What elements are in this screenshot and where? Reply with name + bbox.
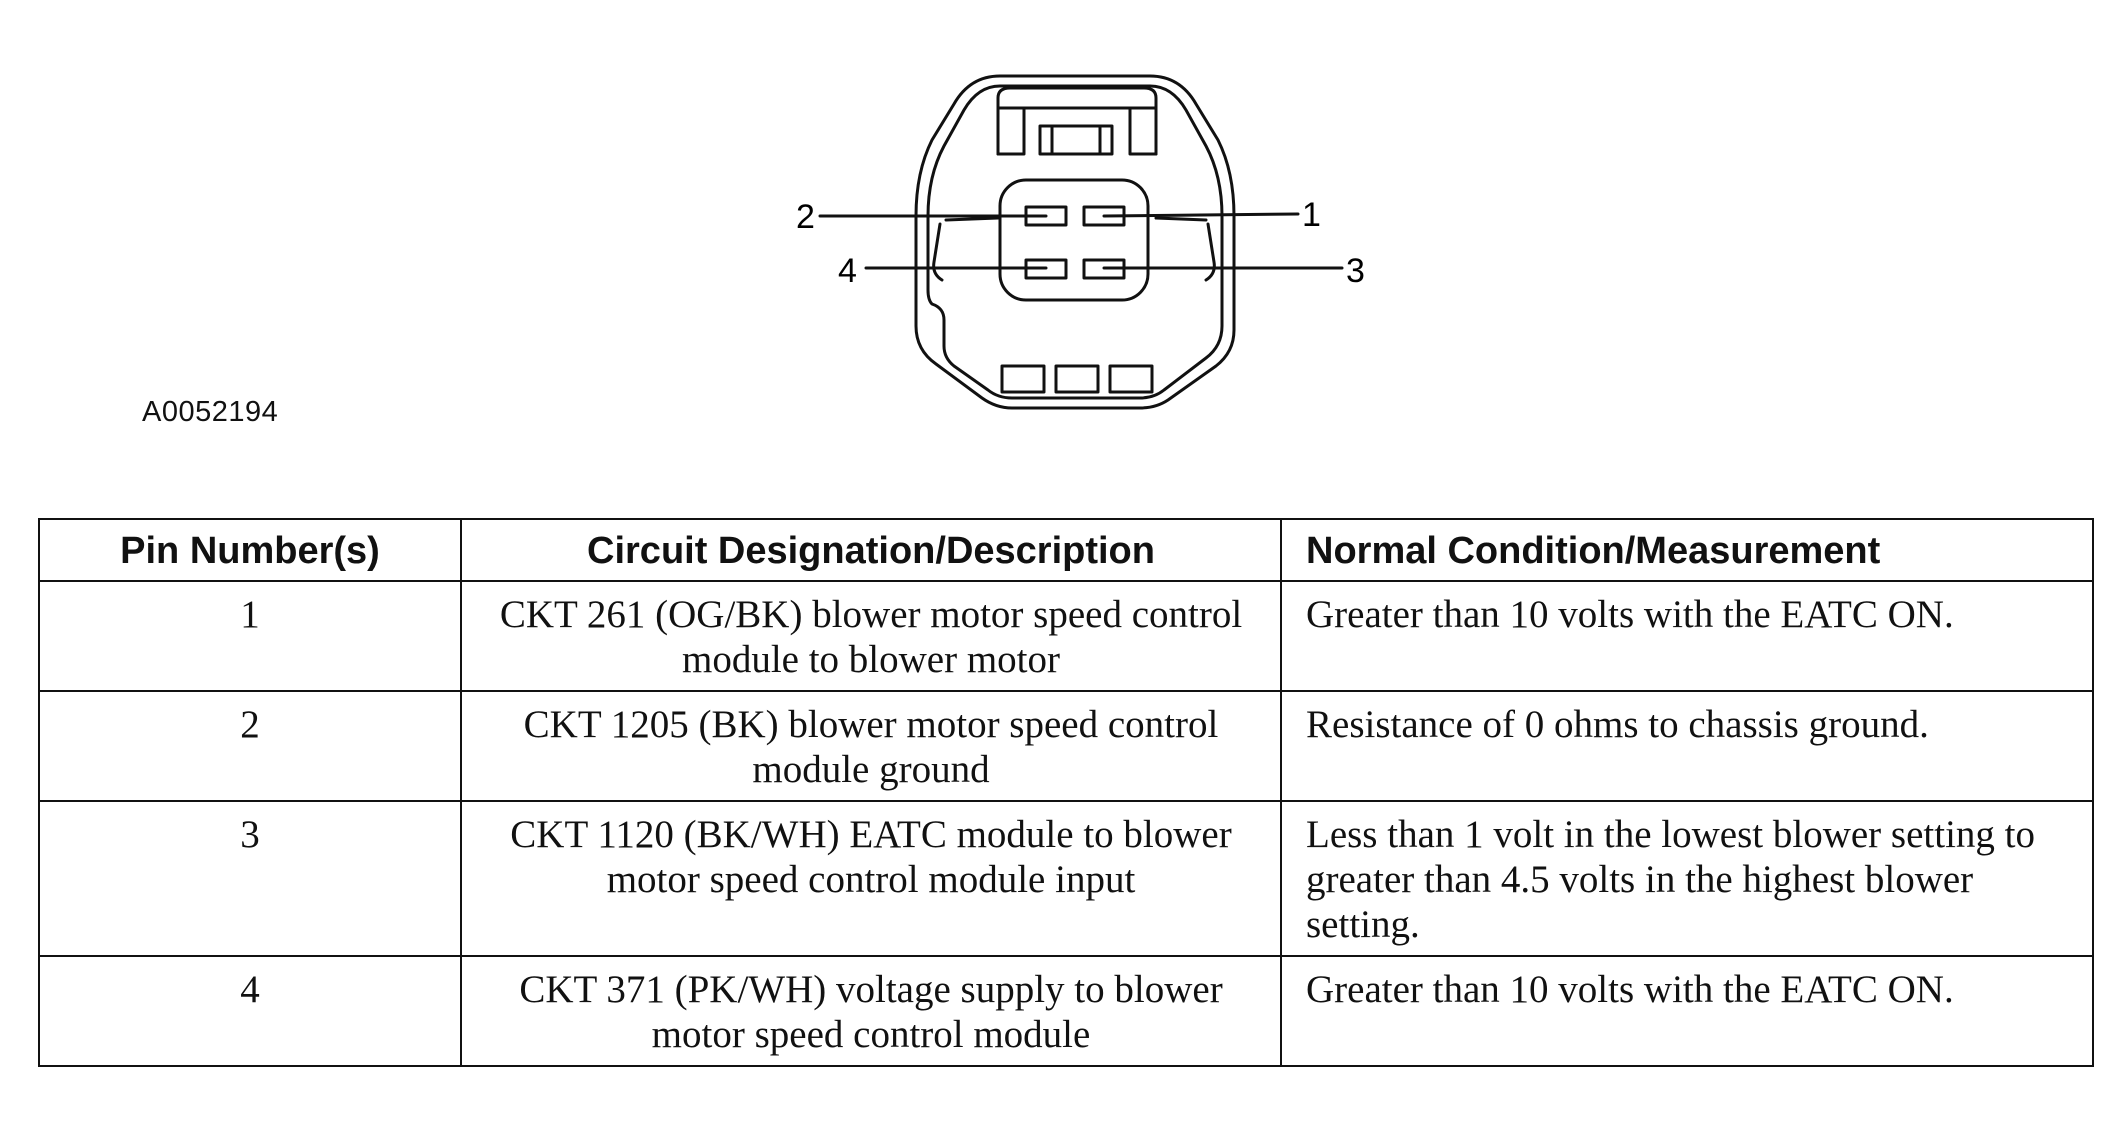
table-row: 2 CKT 1205 (BK) blower motor speed contr… — [38, 690, 2094, 802]
connector-face-diagram: 2 1 4 3 — [796, 74, 1365, 410]
header-pin-numbers: Pin Number(s) — [38, 518, 462, 582]
pin-cell: 3 — [38, 800, 462, 957]
header-normal-condition: Normal Condition/Measurement — [1280, 518, 2094, 582]
pin-3-label: 3 — [1346, 252, 1365, 290]
bottom-key-middle — [1054, 364, 1100, 394]
pin-2-label: 2 — [796, 198, 815, 236]
description-cell: CKT 261 (OG/BK) blower motor speed contr… — [460, 580, 1282, 692]
description-cell: CKT 1205 (BK) blower motor speed control… — [460, 690, 1282, 802]
locking-tab-outline — [996, 86, 1158, 156]
pin-specification-table: Pin Number(s) Circuit Designation/Descri… — [38, 518, 2094, 1067]
table-row: 3 CKT 1120 (BK/WH) EATC module to blower… — [38, 800, 2094, 957]
figure-id: A0052194 — [142, 396, 279, 428]
description-cell: CKT 1120 (BK/WH) EATC module to blower m… — [460, 800, 1282, 957]
connector-housing-outline — [914, 74, 1236, 410]
measurement-cell: Greater than 10 volts with the EATC ON. — [1280, 580, 2094, 692]
pin-cell: 4 — [38, 955, 462, 1067]
left-inner-rail — [944, 216, 1000, 222]
right-inner-rail — [1154, 216, 1208, 222]
left-side-slot — [932, 222, 944, 282]
pin-1-label: 1 — [1302, 196, 1321, 234]
header-circuit-description: Circuit Designation/Description — [460, 518, 1282, 582]
right-side-slot — [1204, 222, 1216, 282]
locking-tab-left-post — [996, 106, 1026, 156]
locking-tab-right-post — [1128, 106, 1158, 156]
measurement-cell: Less than 1 volt in the lowest blower se… — [1280, 800, 2094, 957]
bottom-key-right — [1108, 364, 1154, 394]
measurement-cell: Resistance of 0 ohms to chassis ground. — [1280, 690, 2094, 802]
bottom-key-left — [1000, 364, 1046, 394]
pin-1-leader-line — [1102, 212, 1300, 218]
measurement-cell: Greater than 10 volts with the EATC ON. — [1280, 955, 2094, 1067]
description-cell: CKT 371 (PK/WH) voltage supply to blower… — [460, 955, 1282, 1067]
pin-4-label: 4 — [838, 252, 857, 290]
terminal-cavity — [998, 178, 1150, 302]
table-header-row: Pin Number(s) Circuit Designation/Descri… — [38, 518, 2094, 582]
connector-inner-outline — [926, 84, 1224, 400]
pin-cell: 1 — [38, 580, 462, 692]
locking-tab-window — [1038, 124, 1114, 156]
table-row: 1 CKT 261 (OG/BK) blower motor speed con… — [38, 580, 2094, 692]
pin-cell: 2 — [38, 690, 462, 802]
table-row: 4 CKT 371 (PK/WH) voltage supply to blow… — [38, 955, 2094, 1067]
